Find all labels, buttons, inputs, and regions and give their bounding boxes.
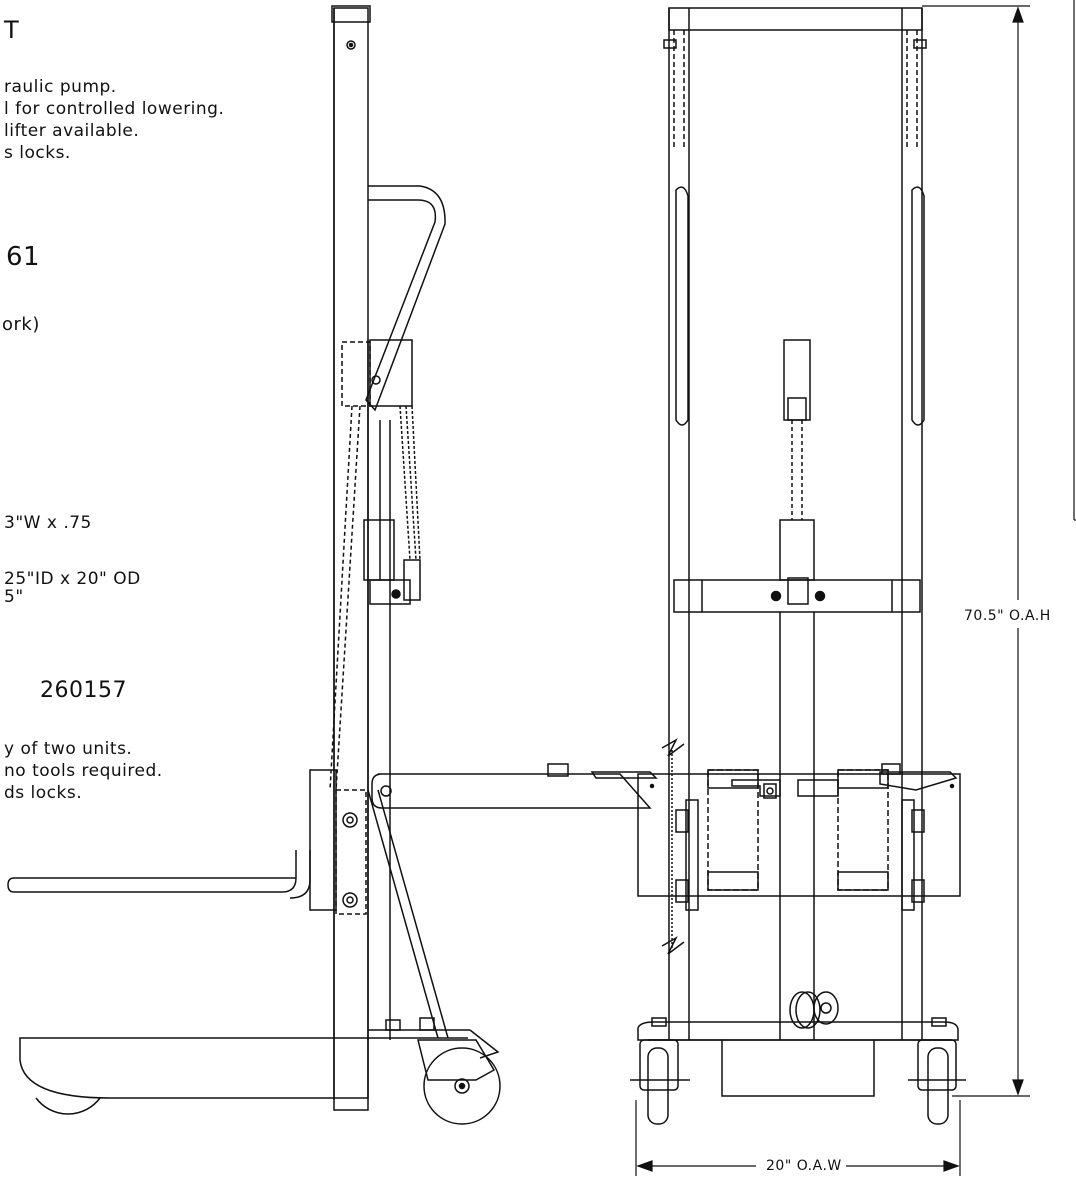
side-caster-fork [417, 1039, 496, 1081]
accessory-part-number: 260157 [40, 678, 127, 703]
front-view [630, 7, 966, 1125]
front-base [637, 1021, 959, 1041]
dimension-lines [635, 0, 1076, 1176]
side-caster-wheel [423, 1047, 501, 1125]
side-mast [333, 7, 369, 1111]
spec-wheel: 25"ID x 20" OD [4, 569, 141, 589]
backrest-plate [637, 773, 961, 897]
spec-wheel-2: 5" [4, 587, 24, 607]
right-grip [911, 186, 925, 426]
accessory-feature-list: y of two units. no tools required. ds lo… [4, 738, 163, 804]
page-title: T [4, 16, 20, 44]
feature-item: no tools required. [4, 761, 163, 781]
feature-item: s locks. [4, 143, 71, 163]
spec-fork: 3"W x .75 [4, 513, 92, 533]
feature-item: lifter available. [4, 121, 140, 141]
side-platform [371, 773, 652, 809]
height-dimension-label: 70.5" O.A.H [964, 608, 1051, 624]
feature-item: raulic pump. [4, 77, 117, 97]
fork-note: ork) [2, 314, 40, 335]
feature-list: raulic pump. l for controlled lowering. … [4, 76, 224, 164]
front-carriage-bar [673, 579, 921, 613]
side-base [19, 1037, 369, 1099]
fork [7, 850, 297, 893]
model-number: 61 [6, 242, 41, 272]
feature-item: y of two units. [4, 739, 133, 759]
front-left-caster [639, 1039, 679, 1091]
front-top-bar [668, 7, 923, 31]
feature-item: ds locks. [4, 783, 83, 803]
front-base-channel [721, 1039, 875, 1097]
width-dimension-label: 20" O.A.W [766, 1158, 842, 1174]
feature-item: l for controlled lowering. [4, 99, 225, 119]
side-view [7, 5, 658, 1125]
fork-carriage [309, 769, 337, 911]
front-right-caster [917, 1039, 957, 1091]
left-grip [675, 186, 689, 426]
